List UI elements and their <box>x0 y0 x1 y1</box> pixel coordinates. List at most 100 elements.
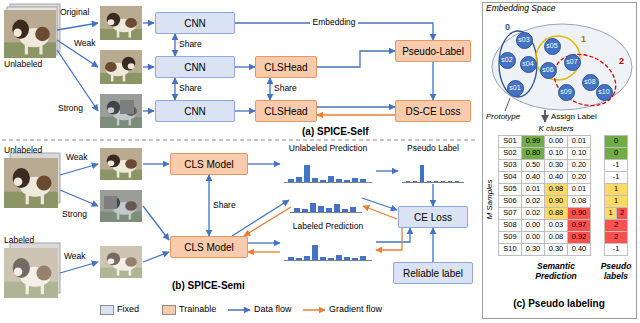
data-flow-arrow <box>432 184 433 206</box>
node-text: s06 <box>542 66 553 74</box>
gradient-flow-arrow <box>248 251 280 252</box>
head-box: CLSHead <box>255 100 317 122</box>
augment-label: Weak <box>74 39 96 49</box>
cluster-number: 1 <box>581 34 586 44</box>
data-flow-arrow <box>57 23 154 111</box>
sample-id: S10 <box>498 243 522 256</box>
cnn-box: CNN <box>155 56 235 78</box>
loss-box: DS-CE Loss <box>395 100 471 122</box>
bar-chart <box>284 165 464 261</box>
node-text: s03 <box>518 36 529 44</box>
subfigure-caption: (a) SPICE-Self <box>302 126 369 138</box>
legend-arrow <box>228 309 250 311</box>
panel-frame <box>483 3 637 319</box>
photo-stack <box>4 4 60 58</box>
augmented-photo <box>100 148 142 278</box>
photo-stack <box>4 153 60 298</box>
step-label: Assign Label <box>551 112 597 121</box>
node-text: s01 <box>509 84 520 92</box>
sample-circle: s07 <box>564 54 581 71</box>
data-flow-arrow <box>269 78 270 100</box>
augment-label: Original <box>60 8 89 18</box>
sample-circle: s04 <box>520 56 537 73</box>
leader-line <box>505 98 510 111</box>
prediction-chart: Labeled Prediction <box>280 222 376 262</box>
data-flow-arrow <box>60 164 397 273</box>
axis-label: Pseudo labels <box>598 262 634 282</box>
node-text: s02 <box>501 56 512 64</box>
node-text: s07 <box>566 58 577 66</box>
subfigure-caption: (b) SPICE-Semi <box>172 280 245 292</box>
augment-label: Strong <box>58 104 83 114</box>
node-text: s05 <box>546 42 557 50</box>
node-text: CNN <box>184 18 206 29</box>
augment-label: Weak <box>64 252 86 262</box>
node-text: Pseudo-Label <box>402 46 464 57</box>
axis-label: M Samples <box>485 180 494 220</box>
data-flow-arrow <box>235 66 255 67</box>
label-box: Reliable label <box>393 262 473 284</box>
sample-circle: s09 <box>558 84 575 101</box>
node-text: Pseudo Label <box>407 144 459 153</box>
sample-circle: s10 <box>596 84 613 101</box>
image-caption: Unlabeled <box>4 60 42 70</box>
augment-label: Weak <box>66 153 88 163</box>
data-flow-arrow <box>248 163 280 164</box>
augment-label: Strong <box>62 210 87 220</box>
sample-circle: s02 <box>499 52 516 69</box>
data-flow-arrow <box>432 62 433 100</box>
legend-text: Fixed <box>117 304 139 314</box>
data-flow-arrow <box>248 242 280 243</box>
separator <box>2 140 478 141</box>
assign-arrow <box>544 110 546 122</box>
probability-cell: 0.30 <box>521 243 545 256</box>
cnn-box: CNN <box>155 100 235 122</box>
edge-label: Embedding <box>310 18 357 28</box>
data-flow-arrow <box>208 175 209 236</box>
loss-box: CE Loss <box>398 206 468 228</box>
data-flow-arrow <box>174 34 175 56</box>
model-box: CLS Model <box>170 153 248 175</box>
node-text: s10 <box>598 88 609 96</box>
node-text: CLSHead <box>264 62 307 73</box>
gradient-flow-arrow <box>244 206 397 236</box>
node-text: s08 <box>584 78 595 86</box>
node-text: DS-CE Loss <box>405 106 460 117</box>
node-text: CE Loss <box>414 212 452 223</box>
node-text: Reliable label <box>403 268 463 279</box>
data-flow-arrow <box>376 228 410 242</box>
augmented-photo <box>100 6 142 128</box>
node-text: Unlabeled Prediction <box>289 144 367 153</box>
data-flow-arrow <box>432 228 433 262</box>
probability-cell: 0.40 <box>567 243 591 256</box>
head-box: CLSHead <box>255 56 317 78</box>
edge-label: Share <box>179 84 202 94</box>
data-flow-arrow <box>317 106 395 107</box>
process-box: Pseudo-Label <box>395 40 471 62</box>
node-text: CNN <box>184 106 206 117</box>
node-text: CLS Model <box>184 159 233 170</box>
node-text: CNN <box>184 62 206 73</box>
data-flow-arrow <box>376 170 398 171</box>
sample-circle: s03 <box>516 32 533 49</box>
cluster-outline <box>546 45 624 116</box>
cnn-box: CNN <box>155 12 235 34</box>
image-caption: Unlabeled <box>4 146 42 156</box>
data-flow-arrow <box>235 110 255 111</box>
legend-swatch <box>162 305 176 315</box>
sample-circle: s06 <box>540 62 557 79</box>
data-flow-arrow <box>174 78 175 100</box>
legend-text: Data flow <box>254 304 292 314</box>
edge-label: Share <box>274 84 297 94</box>
gradient-flow-arrow <box>317 114 395 115</box>
embedding-space <box>492 24 632 110</box>
model-box: CLS Model <box>170 236 248 258</box>
data-flow-arrow <box>317 51 395 67</box>
sample-circle: s05 <box>544 38 561 55</box>
node-text: CLSHead <box>264 106 307 117</box>
cluster-number: 0 <box>505 22 510 32</box>
node-text: Labeled Prediction <box>293 222 363 231</box>
edge-label: Share <box>213 201 236 211</box>
